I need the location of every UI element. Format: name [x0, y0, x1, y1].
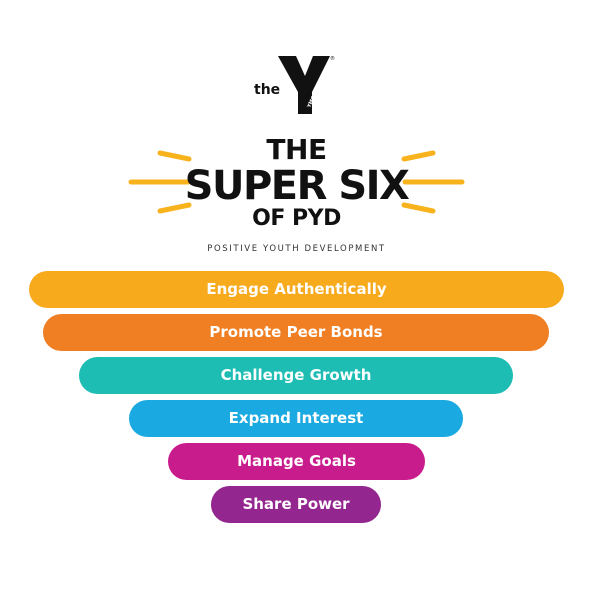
funnel-level-5: Manage Goals — [168, 443, 425, 480]
funnel-level-1: Engage Authentically — [29, 271, 564, 308]
ray-right-top — [401, 150, 436, 162]
ray-left-top — [157, 150, 192, 162]
funnel-level-6: Share Power — [211, 486, 381, 523]
funnel-level-2: Promote Peer Bonds — [43, 314, 549, 351]
logo-the-text: the — [254, 82, 281, 98]
registered-icon: ® — [330, 56, 335, 62]
title-line-1: THE — [266, 133, 327, 166]
ymca-y-icon: YMCA — [278, 56, 330, 114]
ymca-logo: the YMCA ® — [254, 54, 344, 116]
title-line-3: OF PYD — [252, 206, 341, 231]
ray-left-bottom — [157, 202, 192, 214]
subtitle: POSITIVE YOUTH DEVELOPMENT — [207, 244, 386, 254]
funnel-level-3: Challenge Growth — [79, 357, 513, 394]
funnel-level-4: Expand Interest — [129, 400, 463, 437]
ray-right-bottom — [401, 202, 436, 214]
title-line-2: SUPER SIX — [184, 163, 410, 209]
